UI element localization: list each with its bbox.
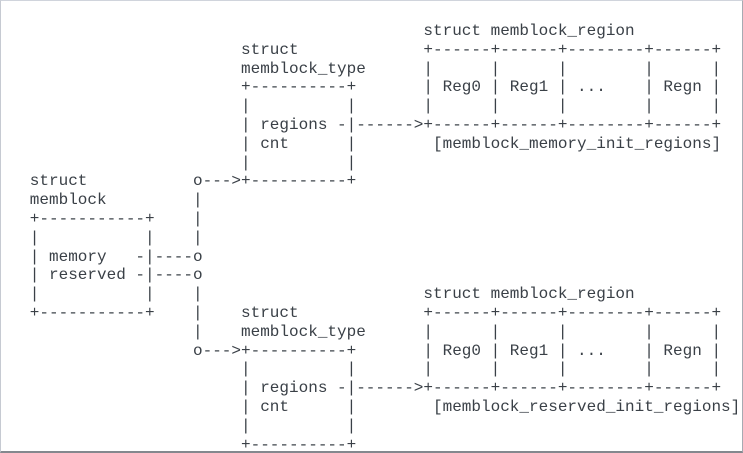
memory-regions-array-ascii: struct memblock_region +------+------+--… [423,22,722,153]
memblock-type-bottom-ascii: struct memblock_type +----------+ | | | … [241,304,366,453]
connector-lines-ascii: o---> | | | ----o ----o | | | o---> [154,172,242,360]
memblock-struct-ascii: struct memblock +-----------+ | | | memo… [29,172,155,322]
memblock-type-top-ascii: struct memblock_type +----------+ | | | … [241,40,366,191]
arrow-to-memory-regions: ------> [356,116,424,134]
arrow-to-reserved-regions: ------> [356,379,424,398]
reserved-regions-array-ascii: struct memblock_region +------+------+--… [423,285,741,416]
